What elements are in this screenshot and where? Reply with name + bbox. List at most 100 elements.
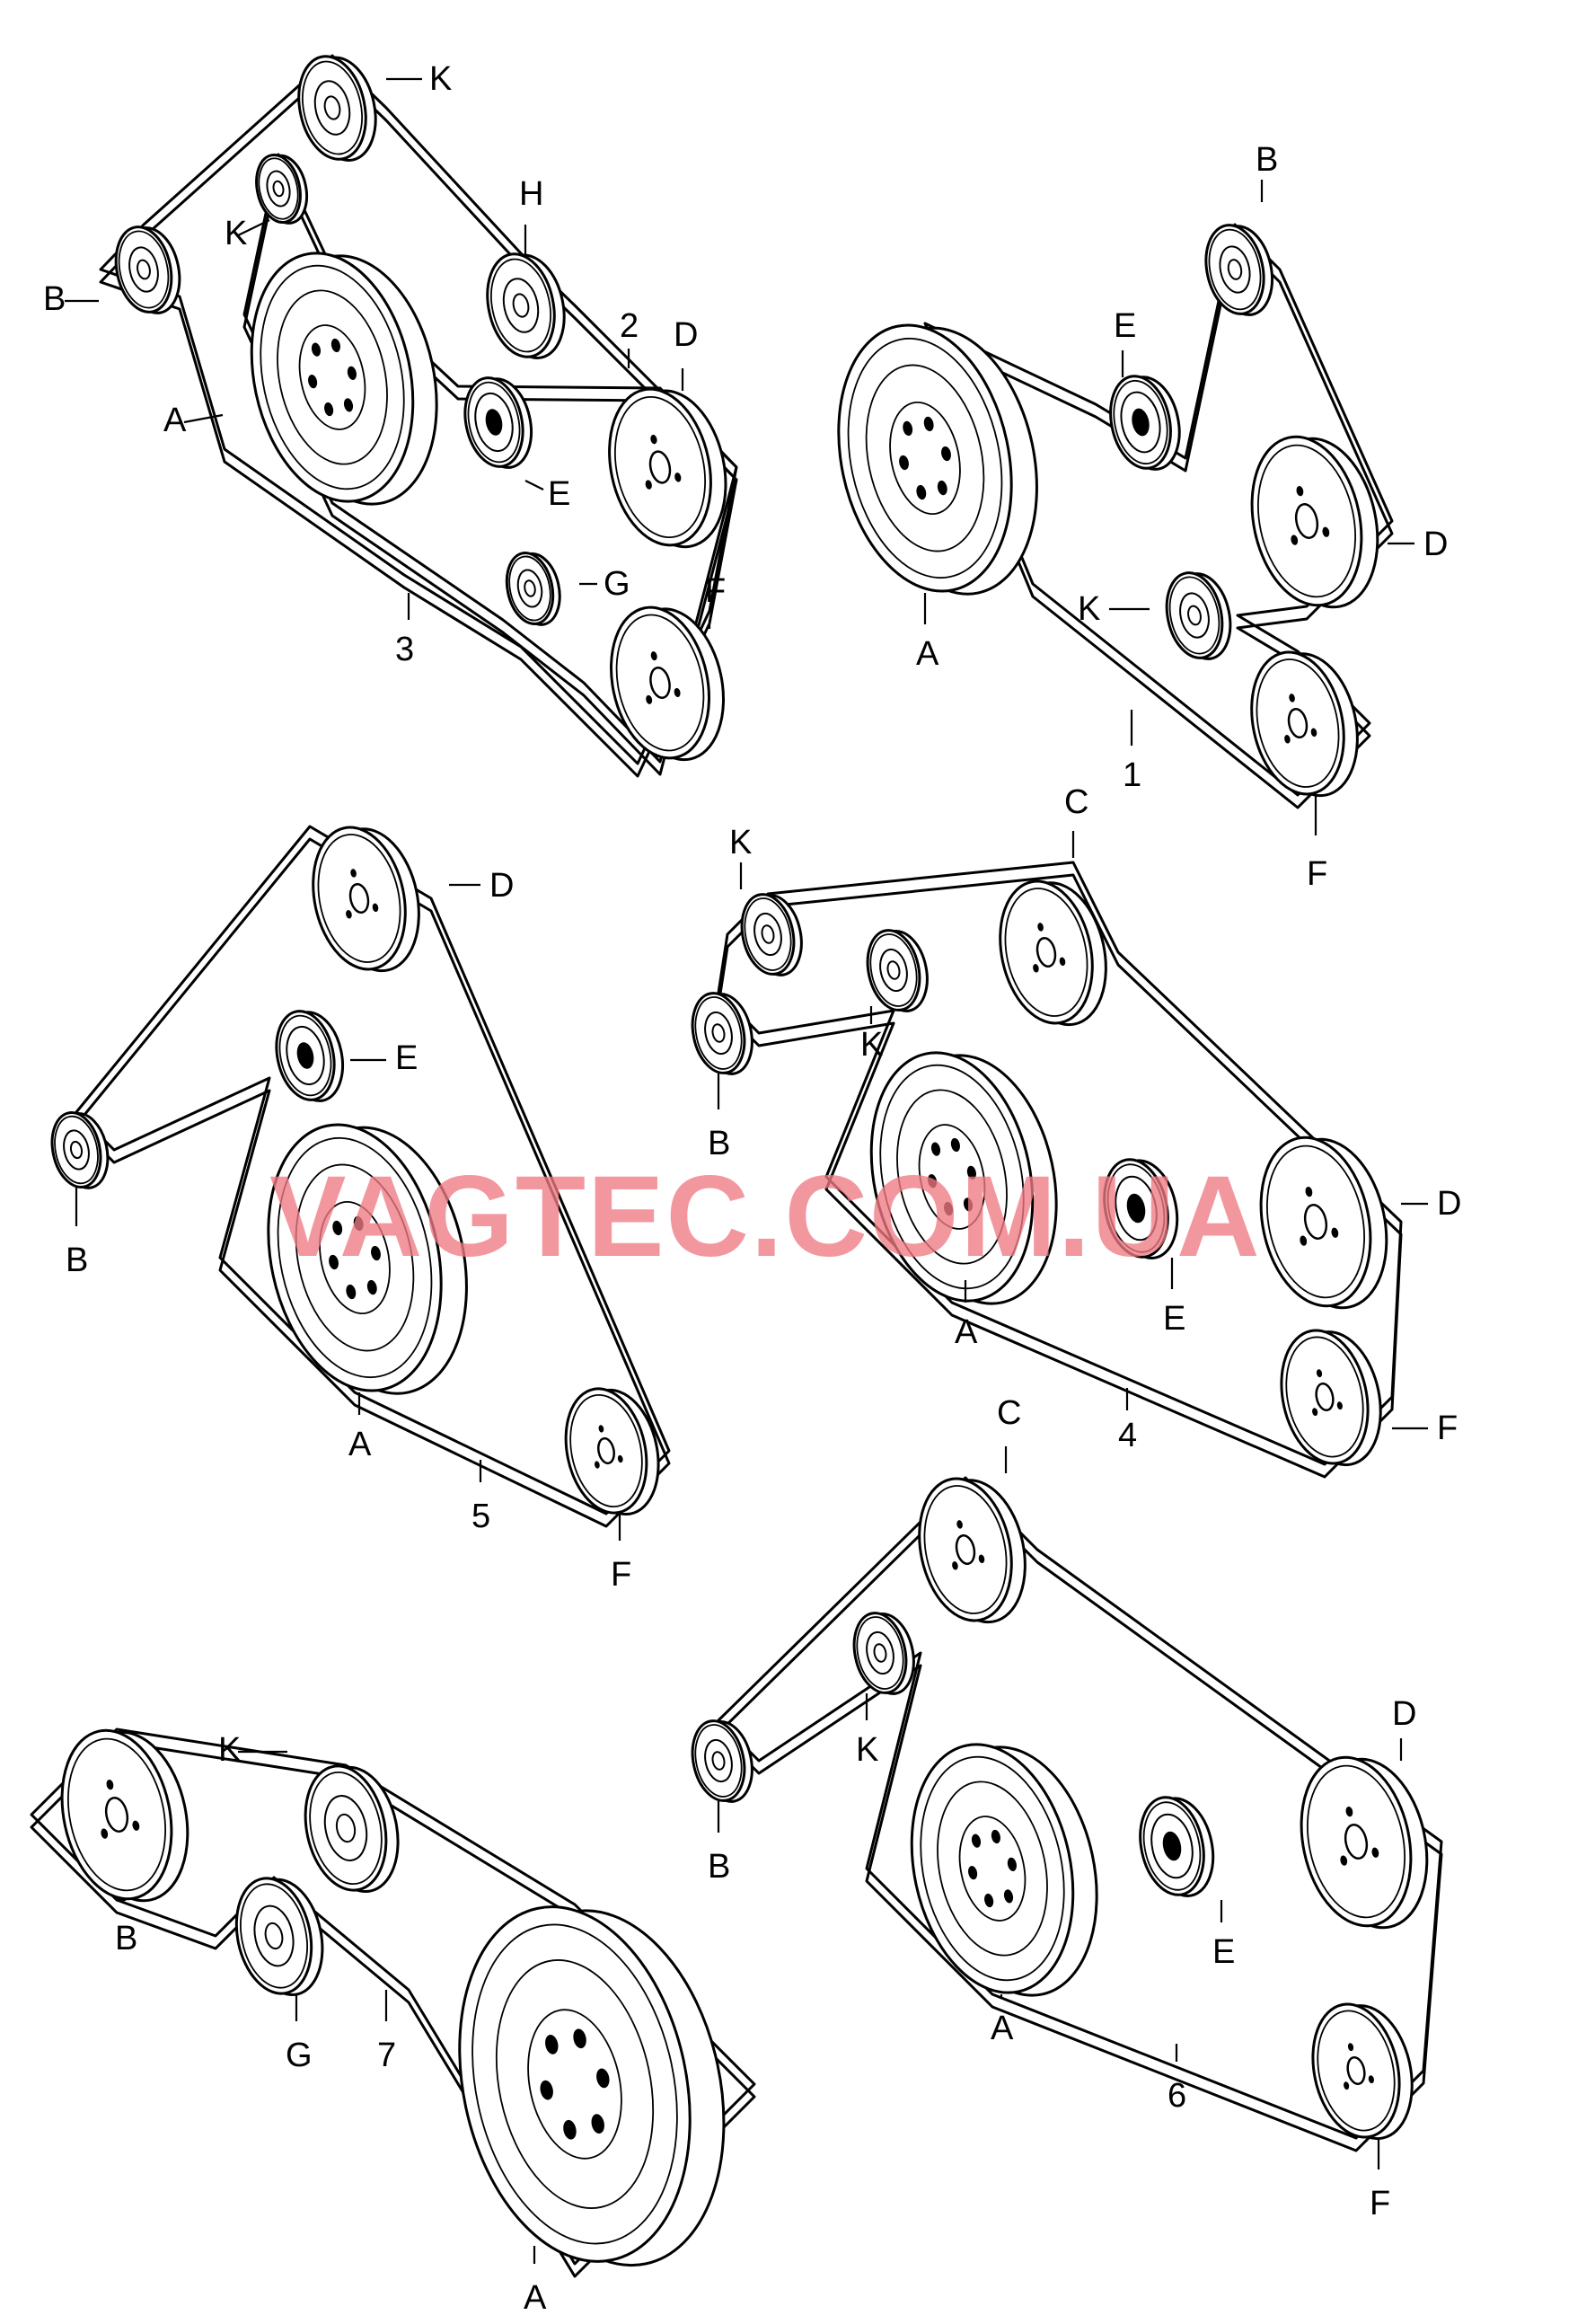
label-belt-4-b-3-text: B bbox=[708, 1125, 730, 1162]
pulley-belt-2-3-a-0 bbox=[250, 252, 438, 506]
label-belt-5-a-3-text: A bbox=[348, 1426, 372, 1463]
belt-number-5-text: 5 bbox=[471, 1498, 490, 1535]
pulley-belt-1-a-0 bbox=[837, 323, 1038, 596]
pulley-belt-5-e-1 bbox=[275, 1010, 344, 1102]
label-belt-6-e-4-text: E bbox=[1212, 1933, 1235, 1971]
pulley-belt-6-b-2 bbox=[691, 1719, 753, 1803]
pulley-belt-1-b-1 bbox=[1204, 224, 1273, 316]
pulley-belt-4-b-3 bbox=[691, 992, 753, 1075]
pulley-belt-1-e-2 bbox=[1109, 375, 1181, 471]
pulley-belt-7-g-2 bbox=[234, 1877, 324, 1997]
pulley-belt-4-e-5 bbox=[1103, 1158, 1179, 1259]
belt-number-7-text: 7 bbox=[377, 2037, 396, 2074]
label-belt-5-d-0-text: D bbox=[489, 867, 514, 905]
label-belt-7-a-3: A bbox=[524, 2246, 547, 2317]
label-belt-2-3-g-7-text: G bbox=[604, 565, 630, 603]
pulley-belt-5-a-3 bbox=[267, 1123, 468, 1395]
label-belt-2-3-k-2: K bbox=[386, 60, 452, 98]
belt-number-1-text: 1 bbox=[1123, 756, 1141, 794]
pulley-belt-1-f-5 bbox=[1250, 650, 1359, 798]
label-belt-6-f-6-text: F bbox=[1370, 2185, 1390, 2222]
pulley-belt-5-f-4 bbox=[564, 1387, 660, 1516]
label-belt-5-e-1-text: E bbox=[395, 1039, 418, 1077]
label-belt-1-b-1: B bbox=[1256, 141, 1278, 202]
label-belt-2-3-a-0: A bbox=[163, 402, 224, 439]
label-belt-5-f-4-text: F bbox=[611, 1556, 631, 1594]
pulley-belt-2-3-g-7 bbox=[505, 552, 561, 626]
pulley-belt-2-3-h-4 bbox=[486, 252, 566, 359]
pulley-belt-2-3-d-6 bbox=[608, 387, 727, 549]
label-belt-2-3-h-4-text: H bbox=[519, 175, 543, 213]
belt-number-4: 4 bbox=[1118, 1388, 1137, 1454]
belt-number-7: 7 bbox=[377, 1990, 396, 2074]
label-belt-6-a-5-text: A bbox=[991, 2010, 1014, 2047]
label-belt-7-g-2-text: G bbox=[286, 2037, 313, 2074]
label-belt-4-c-1-text: C bbox=[1064, 783, 1088, 821]
label-belt-4-f-7-text: F bbox=[1437, 1409, 1458, 1447]
pulley-belt-5-b-2 bbox=[50, 1111, 110, 1189]
pulley-belt-6-c-0 bbox=[918, 1477, 1027, 1624]
label-belt-1-k-4: K bbox=[1078, 590, 1150, 628]
label-belt-4-k-0-text: K bbox=[729, 824, 752, 862]
pulley-belt-4-f-7 bbox=[1280, 1329, 1382, 1467]
pulley-belt-4-k-2 bbox=[866, 929, 929, 1012]
belt-number-5: 5 bbox=[471, 1460, 490, 1535]
pulley-belt-1-d-3 bbox=[1250, 435, 1379, 609]
belt-number-4-text: 4 bbox=[1118, 1417, 1137, 1454]
drawing-layer bbox=[30, 54, 1443, 2278]
label-belt-1-a-0-text: A bbox=[916, 635, 939, 673]
pulley-belt-6-f-6 bbox=[1311, 2002, 1414, 2141]
belt-number-2: 2 bbox=[620, 307, 639, 368]
label-belt-6-k-1-text: K bbox=[856, 1731, 878, 1769]
label-belt-6-c-0: C bbox=[997, 1394, 1021, 1473]
pulley-belt-6-k-1 bbox=[852, 1612, 915, 1695]
pulley-belt-6-e-4 bbox=[1139, 1796, 1215, 1897]
label-belt-5-d-0: D bbox=[449, 867, 514, 905]
label-belt-6-b-2-text: B bbox=[708, 1848, 730, 1886]
label-belt-6-b-2: B bbox=[708, 1801, 730, 1886]
label-belt-2-3-b-1: B bbox=[43, 280, 99, 318]
label-belt-2-3-b-1-text: B bbox=[43, 280, 66, 318]
label-belt-2-3-h-4: H bbox=[519, 175, 543, 256]
pulley-belt-6-a-5 bbox=[910, 1743, 1098, 1997]
label-belt-2-3-g-7: G bbox=[579, 565, 630, 603]
label-belt-4-k-2-text: K bbox=[860, 1026, 883, 1064]
label-belt-2-3-e-5-text: E bbox=[548, 475, 570, 513]
label-belt-2-3-f-8: F bbox=[705, 572, 726, 629]
label-belt-1-k-4-text: K bbox=[1078, 590, 1100, 628]
pulley-belt-2-3-k-3 bbox=[255, 154, 309, 225]
label-belt-5-a-3: A bbox=[348, 1392, 372, 1463]
pulley-belt-7-a-3 bbox=[458, 1905, 726, 2267]
belt-number-6: 6 bbox=[1168, 2044, 1186, 2115]
pulley-belt-4-k-0 bbox=[740, 893, 803, 976]
pulley-belt-2-3-e-5 bbox=[463, 376, 533, 469]
label-belt-2-3-e-5: E bbox=[524, 475, 570, 513]
belt-number-3: 3 bbox=[395, 593, 414, 668]
belt-belt-1-0 bbox=[923, 223, 1394, 809]
label-belt-6-c-0-text: C bbox=[997, 1394, 1021, 1432]
label-belt-4-b-3: B bbox=[708, 1074, 730, 1162]
label-belt-7-b-0: B bbox=[115, 1898, 137, 1957]
pulley-belt-4-d-6 bbox=[1259, 1135, 1388, 1310]
label-belt-6-d-3: D bbox=[1392, 1695, 1416, 1761]
label-belt-5-f-4: F bbox=[611, 1514, 631, 1594]
label-belt-1-a-0: A bbox=[916, 593, 939, 673]
label-belt-7-a-3-text: A bbox=[524, 2279, 547, 2317]
label-belt-1-d-3: D bbox=[1388, 526, 1448, 563]
pulley-belt-1-k-4 bbox=[1165, 571, 1232, 660]
label-belt-7-g-2: G bbox=[286, 1994, 313, 2074]
belt-number-6-text: 6 bbox=[1168, 2077, 1186, 2115]
label-belt-4-c-1: C bbox=[1064, 783, 1088, 858]
pulley-belt-5-d-0 bbox=[312, 826, 420, 973]
label-belt-5-b-2-text: B bbox=[66, 1242, 88, 1279]
label-belt-6-f-6: F bbox=[1370, 2138, 1390, 2222]
pulley-belt-2-3-k-2 bbox=[297, 55, 377, 162]
label-belt-1-f-5-text: F bbox=[1307, 855, 1327, 893]
watermark-text: VAGTEC.COM.UA bbox=[269, 1153, 1262, 1281]
label-belt-4-d-6-text: D bbox=[1437, 1185, 1461, 1223]
label-belt-2-3-k-2-text: K bbox=[429, 60, 452, 98]
pulley-belt-7-k-1 bbox=[304, 1764, 400, 1894]
label-belt-4-k-0: K bbox=[729, 824, 752, 889]
